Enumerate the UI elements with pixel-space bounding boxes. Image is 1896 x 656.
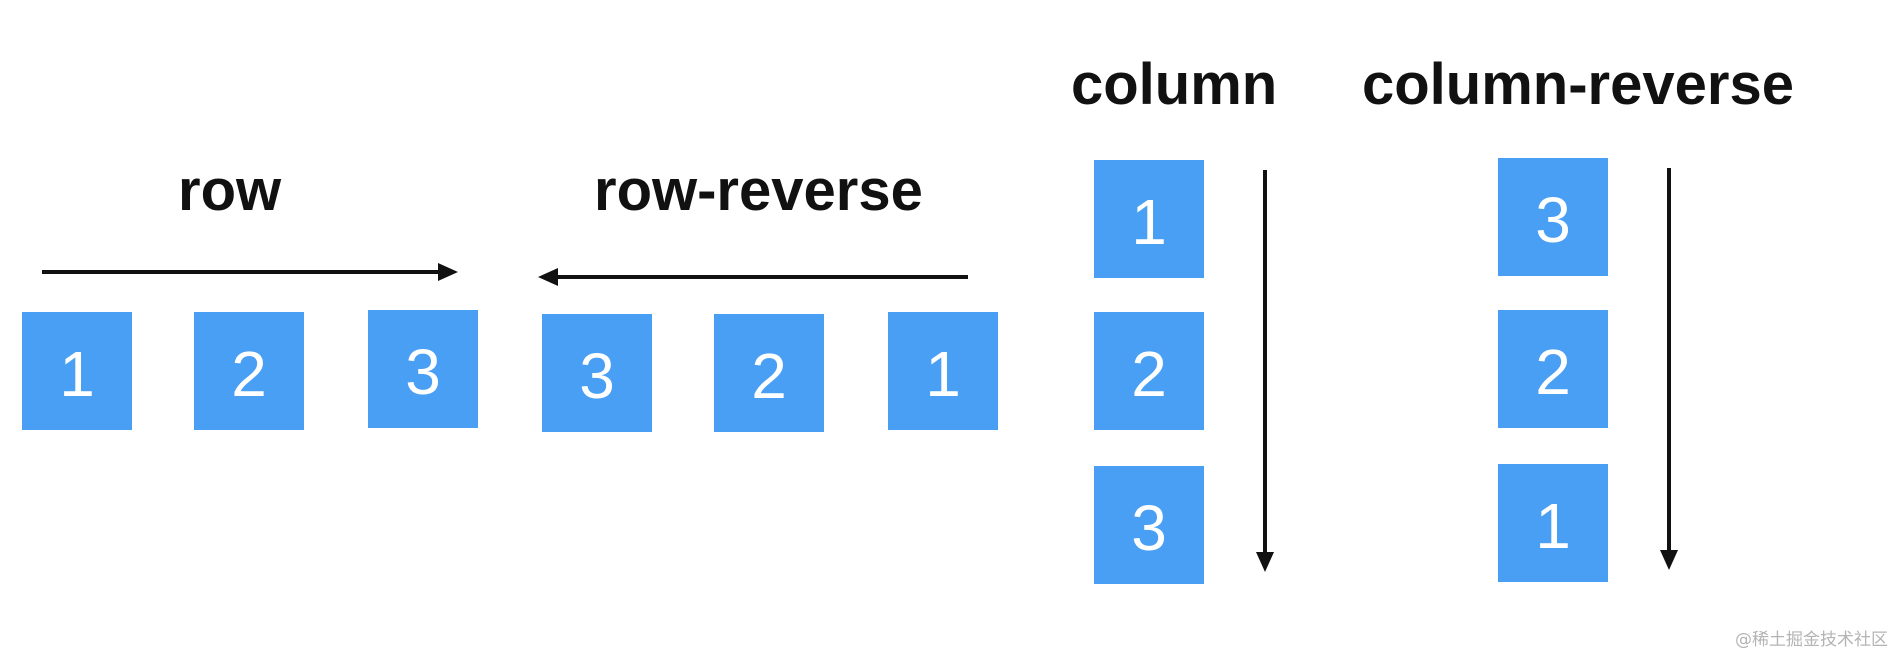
arrow-row-reverse <box>538 268 968 286</box>
column-reverse-box-2: 2 <box>1498 310 1608 428</box>
arrow-column <box>1256 170 1274 572</box>
column-reverse-box-3: 1 <box>1498 464 1608 582</box>
watermark-text: @稀土掘金技术社区 <box>1735 630 1888 650</box>
row-box-1: 1 <box>22 312 132 430</box>
column-box-1: 1 <box>1094 160 1204 278</box>
label-row-reverse: row-reverse <box>594 158 923 223</box>
row-reverse-box-3: 1 <box>888 312 998 430</box>
row-reverse-box-1: 3 <box>542 314 652 432</box>
label-row: row <box>178 158 282 223</box>
column-box-2: 2 <box>1094 312 1204 430</box>
arrow-column-reverse <box>1660 168 1678 570</box>
label-column-reverse: column-reverse <box>1362 52 1794 117</box>
column-box-3: 3 <box>1094 466 1204 584</box>
label-column: column <box>1071 52 1278 117</box>
row-box-3: 3 <box>368 310 478 428</box>
row-reverse-box-2: 2 <box>714 314 824 432</box>
column-reverse-box-1: 3 <box>1498 158 1608 276</box>
arrow-row <box>42 263 458 281</box>
row-box-2: 2 <box>194 312 304 430</box>
